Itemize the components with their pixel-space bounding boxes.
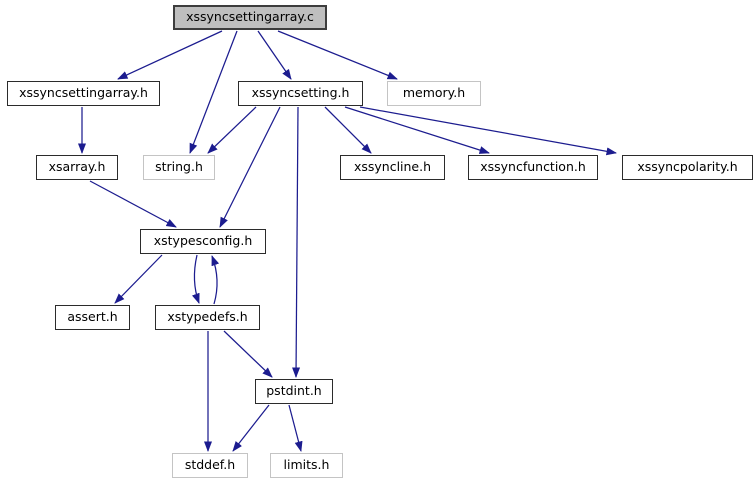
edge-xssyncsettingarray_c-to-memory_h	[277, 30, 398, 80]
node-label: memory.h	[402, 85, 466, 101]
node-label: xssyncsettingarray.h	[19, 85, 148, 101]
node-xssyncpolarity-h[interactable]: xssyncpolarity.h	[622, 155, 753, 180]
node-label: xssyncline.h	[353, 159, 432, 175]
edge-xssyncsetting_h-to-pstdint_h	[292, 106, 301, 378]
node-label: xsarray.h	[48, 159, 106, 175]
node-limits-h: limits.h	[270, 453, 343, 478]
node-xssyncsettingarray-c: xssyncsettingarray.c	[173, 5, 327, 30]
node-xssyncline-h[interactable]: xssyncline.h	[340, 155, 445, 180]
edge-xssyncsettingarray_c-to-xssyncsetting_h	[257, 30, 292, 80]
node-label: xssyncfunction.h	[480, 159, 586, 175]
edge-xstypesconfig_h-to-assert_h	[114, 254, 163, 304]
edge-xstypedefs_h-to-pstdint_h	[223, 330, 273, 378]
node-stddef-h: stddef.h	[172, 453, 248, 478]
edge-xssyncsetting_h-to-xssyncfunction_h	[344, 106, 490, 154]
node-label: xssyncsettingarray.c	[186, 9, 314, 25]
node-label: xssyncsetting.h	[251, 85, 350, 101]
edge-group	[78, 30, 617, 452]
edge-xssyncsetting_h-to-xssyncpolarity_h	[359, 106, 617, 156]
node-pstdint-h[interactable]: pstdint.h	[255, 379, 333, 404]
edge-xssyncsetting_h-to-xstypesconfig_h	[219, 106, 281, 228]
node-label: xstypesconfig.h	[153, 233, 253, 249]
node-label: assert.h	[67, 309, 118, 325]
edge-xstypesconfig_h-to-xstypedefs_h	[191, 254, 200, 304]
node-xssyncsettingarray-h[interactable]: xssyncsettingarray.h	[7, 81, 160, 106]
node-label: xstypedefs.h	[167, 309, 248, 325]
node-memory-h: memory.h	[387, 81, 481, 106]
node-assert-h[interactable]: assert.h	[55, 305, 130, 330]
node-string-h: string.h	[143, 155, 215, 180]
node-label: pstdint.h	[266, 383, 322, 399]
node-label: xssyncpolarity.h	[637, 159, 738, 175]
edge-xsarray_h-to-xstypesconfig_h	[89, 180, 177, 228]
node-xsarray-h[interactable]: xsarray.h	[36, 155, 118, 180]
edge-xssyncsetting_h-to-xssyncline_h	[324, 106, 372, 154]
edge-pstdint_h-to-stddef_h	[232, 404, 270, 452]
node-xstypesconfig-h[interactable]: xstypesconfig.h	[140, 229, 266, 254]
node-xssyncfunction-h[interactable]: xssyncfunction.h	[468, 155, 598, 180]
node-xstypedefs-h[interactable]: xstypedefs.h	[155, 305, 260, 330]
edge-pstdint_h-to-limits_h	[288, 404, 303, 452]
node-label: limits.h	[283, 457, 330, 473]
edge-xssyncsettingarray_c-to-xssyncsettingarray_h	[117, 30, 223, 80]
node-label: stddef.h	[184, 457, 236, 473]
edge-xssyncsettingarray_c-to-string_h	[189, 30, 238, 154]
edge-xstypedefs_h-to-xstypesconfig_h	[211, 255, 220, 305]
node-xssyncsetting-h[interactable]: xssyncsetting.h	[238, 81, 363, 106]
edge-xssyncsetting_h-to-string_h	[207, 106, 257, 154]
node-label: string.h	[155, 159, 203, 175]
